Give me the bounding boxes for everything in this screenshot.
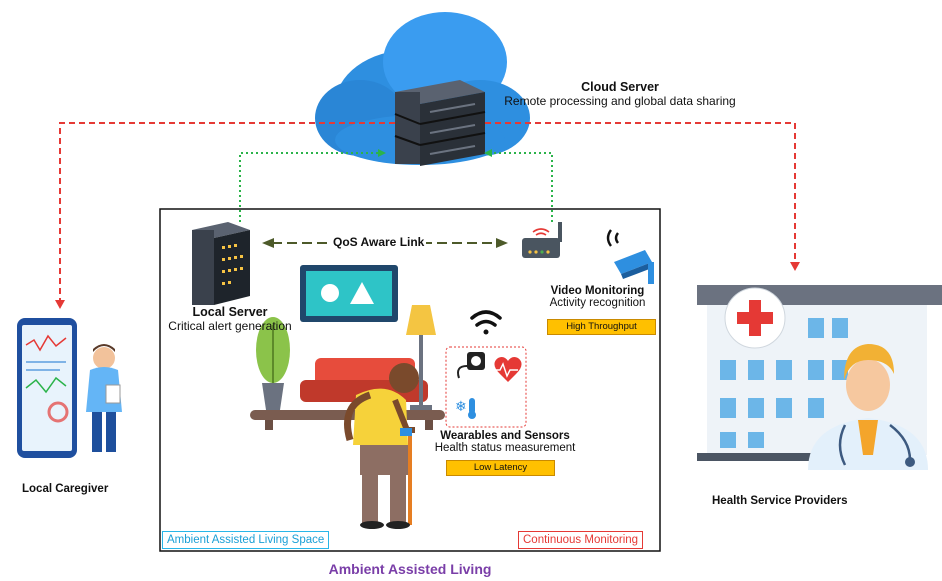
router-icon bbox=[522, 222, 562, 258]
cloud-to-caregiver-link bbox=[59, 122, 395, 300]
local-server-title: Local Server bbox=[192, 305, 268, 319]
providers-label: Health Service Providers bbox=[712, 495, 848, 507]
providers-arrowhead bbox=[790, 262, 800, 271]
high-throughput-tag: High Throughput bbox=[547, 319, 656, 335]
wall-monitor-icon bbox=[300, 265, 398, 322]
wearables-box bbox=[445, 346, 527, 428]
svg-text:❄: ❄ bbox=[455, 399, 467, 415]
cloud-server-subtitle: Remote processing and global data sharin… bbox=[504, 94, 736, 108]
plant-icon bbox=[256, 317, 290, 410]
local-server-subtitle: Critical alert generation bbox=[168, 319, 292, 333]
low-latency-tag: Low Latency bbox=[446, 460, 555, 476]
local-server-to-cloud-link bbox=[239, 152, 378, 222]
cloud-server-label: Cloud Server Remote processing and globa… bbox=[504, 80, 735, 108]
qos-arrow-right bbox=[496, 238, 508, 248]
blood-pressure-monitor-icon bbox=[457, 352, 485, 379]
aal-space-frame bbox=[159, 208, 661, 552]
local-server-icon bbox=[192, 222, 250, 305]
green-arrowhead-right bbox=[484, 149, 492, 157]
figure-title: Ambient Assisted Living bbox=[328, 561, 492, 577]
cloud-server-icon bbox=[394, 80, 486, 166]
local-server-label: Local Server Critical alert generation bbox=[160, 305, 300, 333]
qos-link-label: QoS Aware Link bbox=[331, 235, 427, 249]
router-to-cloud-link bbox=[492, 152, 553, 222]
cctv-camera-icon bbox=[606, 229, 654, 284]
green-arrowhead-left bbox=[378, 149, 386, 157]
wearables-subtitle: Health status measurement bbox=[434, 442, 576, 454]
aal-space-tag: Ambient Assisted Living Space bbox=[162, 531, 330, 549]
video-monitoring-label: Video Monitoring Activity recognition bbox=[540, 285, 655, 309]
cloud-server-title: Cloud Server bbox=[581, 80, 659, 94]
caregiver-arrowhead bbox=[55, 300, 65, 309]
tablet-icon bbox=[17, 318, 77, 458]
floor-lamp-icon bbox=[406, 305, 436, 410]
cloud-to-providers-link bbox=[485, 122, 796, 262]
video-monitoring-title: Video Monitoring bbox=[550, 285, 645, 297]
doctor-icon bbox=[808, 344, 928, 470]
wifi-icon bbox=[470, 310, 502, 335]
caregiver-label: Local Caregiver bbox=[22, 483, 109, 495]
qos-arrow-left bbox=[262, 238, 274, 248]
caregiver-person-icon bbox=[86, 344, 122, 452]
continuous-monitoring-tag: Continuous Monitoring bbox=[518, 531, 644, 549]
wearables-label: Wearables and Sensors Health status meas… bbox=[425, 430, 585, 454]
wearables-title: Wearables and Sensors bbox=[440, 430, 570, 442]
thermometer-icon: ❄ bbox=[455, 398, 476, 419]
elderly-person-icon bbox=[344, 363, 419, 529]
heart-rate-icon bbox=[493, 357, 522, 382]
video-monitoring-subtitle: Activity recognition bbox=[549, 297, 646, 309]
